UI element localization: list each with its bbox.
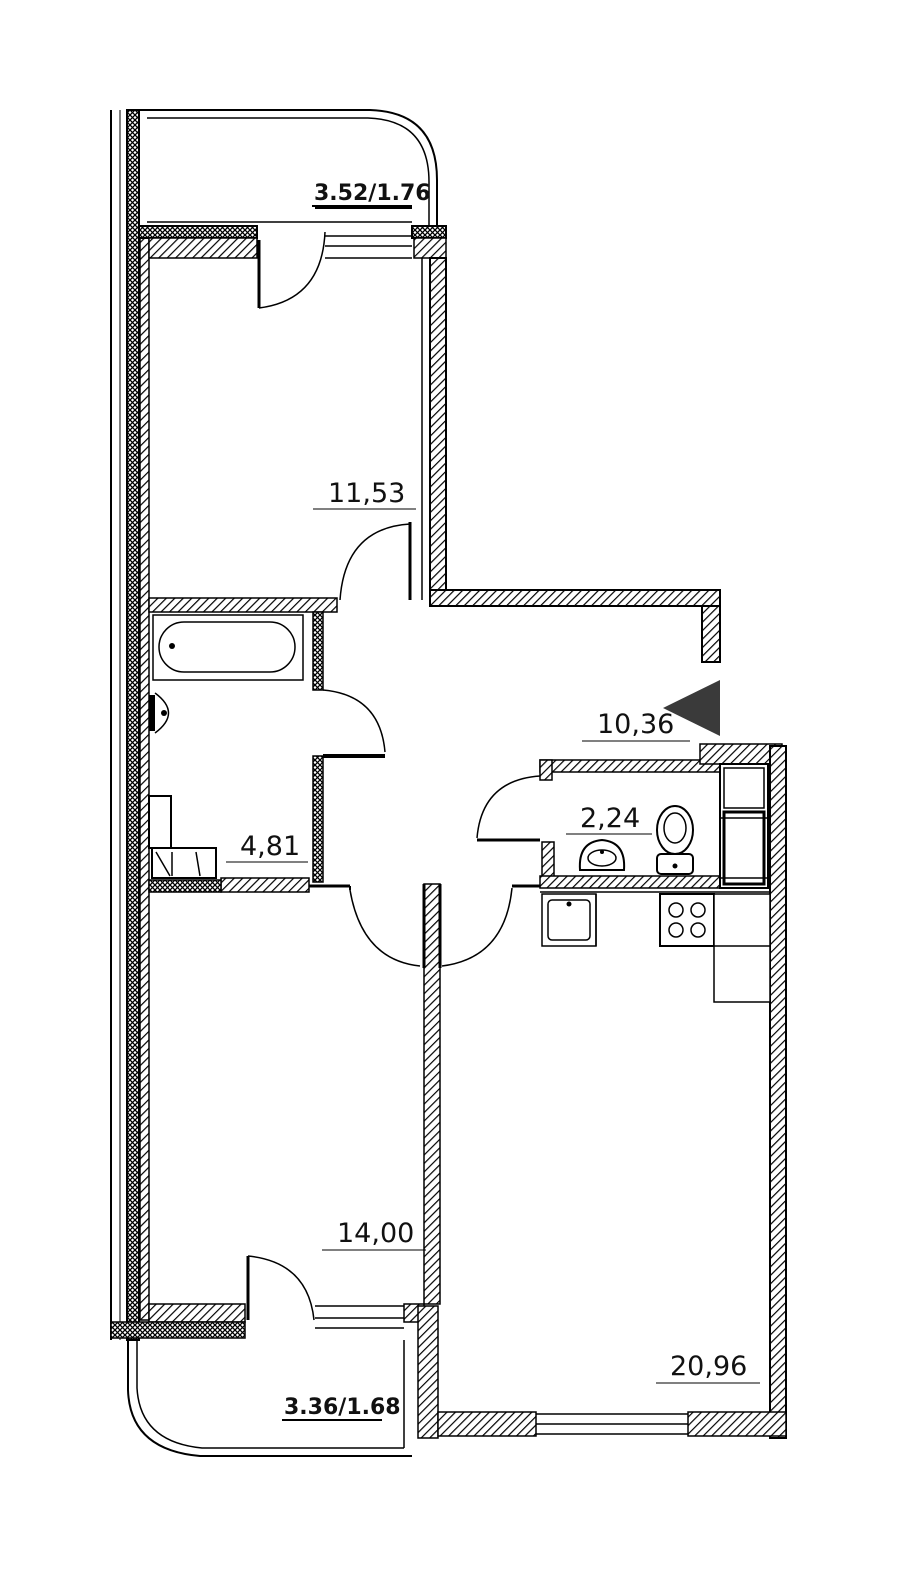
door-kitchen — [441, 884, 540, 967]
washing-machine — [148, 795, 217, 879]
wall-hallway-top — [429, 589, 721, 607]
wall-hallway-right — [701, 605, 721, 663]
balcony-bottom — [127, 1340, 412, 1457]
balcony-top — [139, 109, 438, 226]
room-area-bedroom-top: 11,53 — [328, 478, 405, 509]
wall-partition — [422, 883, 442, 1305]
room-area-bedroom-bottom: 14,00 — [337, 1218, 414, 1249]
room-area-bathroom: 4,81 — [240, 831, 300, 862]
facade-left — [110, 109, 150, 1341]
sink-wc — [578, 838, 626, 871]
wall-bottom-bedroom — [110, 1255, 425, 1339]
kitchen-counter — [540, 891, 771, 1003]
room-area-hallway: 10,36 — [597, 709, 674, 740]
room-area-wc: 2,24 — [580, 803, 640, 834]
entrance-arrow-icon — [663, 680, 720, 736]
wc-walls — [476, 759, 721, 889]
balcony-area-top: 3.52/1.76 — [314, 181, 431, 206]
wall-top — [138, 225, 447, 309]
wall-kitchen-right — [769, 745, 787, 1439]
balcony-area-bottom: 3.36/1.68 — [284, 1395, 401, 1420]
door-bedroom-top — [339, 522, 412, 601]
wall-bedroom-right — [429, 257, 447, 605]
door-bedroom-bottom — [349, 886, 421, 967]
bathroom-walls — [148, 597, 386, 893]
bathtub — [152, 614, 304, 681]
entrance-block — [699, 743, 783, 889]
wall-bottom-kitchen — [417, 1305, 787, 1439]
toilet-icon — [656, 805, 694, 875]
washbasin-bath — [149, 692, 170, 734]
room-area-kitchen-living: 20,96 — [670, 1351, 747, 1382]
label-underlines — [226, 205, 760, 1421]
